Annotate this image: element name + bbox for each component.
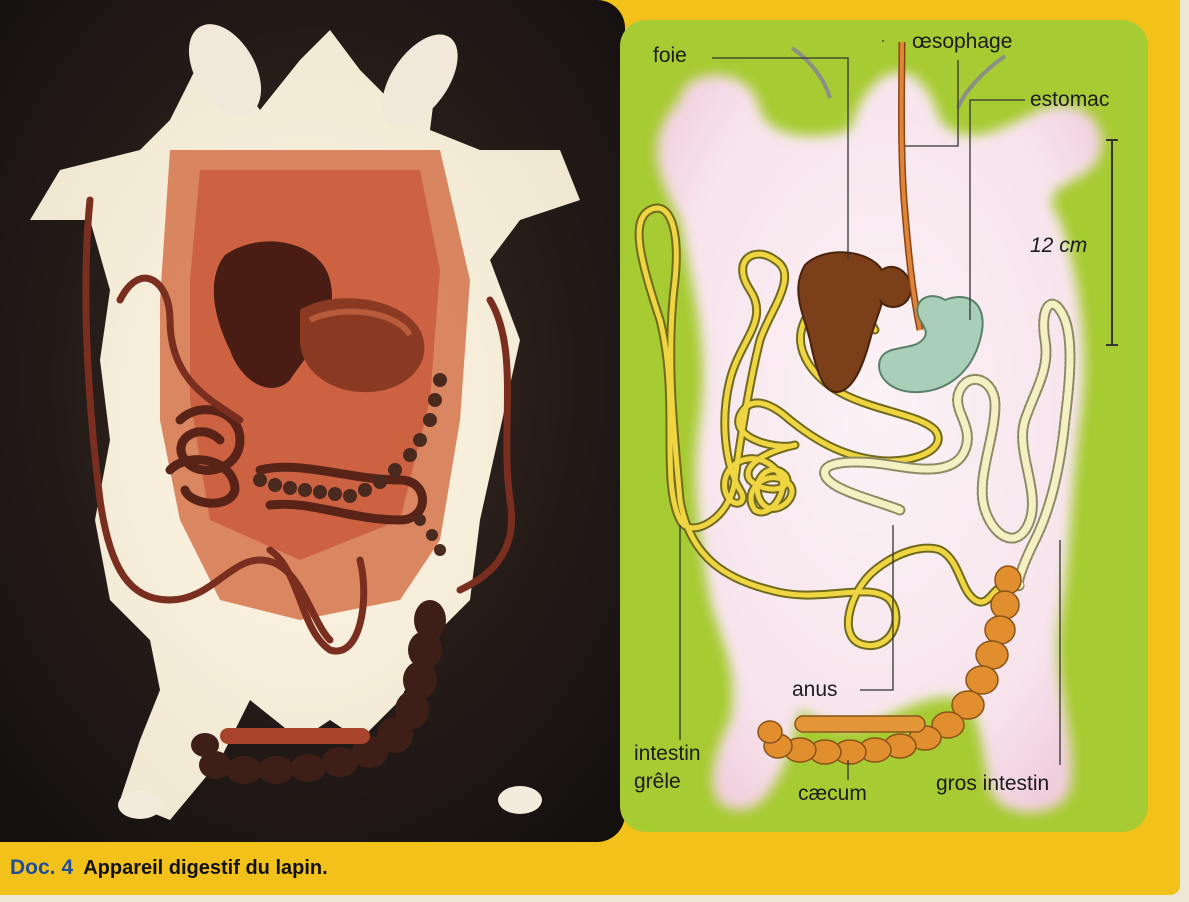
- label-estomac: estomac: [1030, 88, 1109, 112]
- ear-left: [792, 48, 830, 98]
- label-gros-intestin: gros intestin: [936, 772, 1049, 796]
- digestive-diagram: foie œsophage estomac 12 cm intestin grê…: [620, 20, 1148, 832]
- label-oesophage: œsophage: [912, 30, 1012, 54]
- caption-doc-number: 4: [62, 856, 74, 879]
- caption-doc-label: Doc.: [10, 856, 56, 879]
- dissection-photo: [0, 0, 625, 842]
- label-intestin-grele-line1: intestin: [634, 742, 701, 766]
- dissection-photo-illustration: [0, 0, 625, 842]
- label-anus: anus: [792, 678, 838, 702]
- label-scale: 12 cm: [1030, 234, 1087, 258]
- label-caecum: cæcum: [798, 782, 867, 806]
- figure-caption: Doc. 4 Appareil digestif du lapin.: [10, 853, 328, 883]
- diagram-drawing: [620, 20, 1148, 832]
- label-intestin-grele-line2: grêle: [634, 770, 681, 794]
- caption-text: Appareil digestif du lapin.: [83, 857, 327, 879]
- label-foie: foie: [653, 44, 687, 68]
